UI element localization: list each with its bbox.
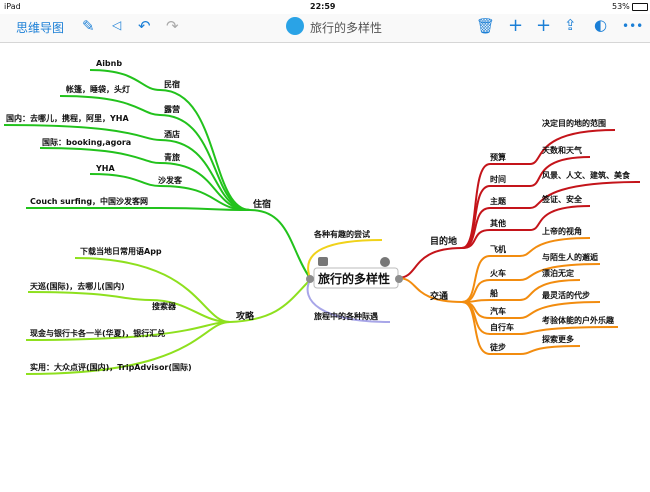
status-bar: iPad 22:59 53% [0, 0, 650, 14]
toolbar: 思维导图 ✎ ◁ ↶ ↷ 🗑 + + ⇪ ◐ ••• [0, 14, 650, 43]
node-destination-item[interactable]: 时间 [490, 174, 506, 184]
node-lodging-item[interactable]: Couch surfing，中国沙发客网 [30, 196, 148, 206]
node-lodging-item[interactable]: 露营 [164, 104, 180, 114]
battery-percent: 53% [612, 2, 630, 11]
node-strategy-item[interactable]: 现金与银行卡各一半(华夏)，银行汇兑 [30, 328, 165, 338]
theme-icon[interactable]: ◐ [594, 16, 608, 34]
app-title-button[interactable]: 思维导图 [16, 21, 65, 35]
branch-transport [397, 237, 619, 355]
redo-icon[interactable]: ↷ [166, 17, 179, 35]
node-transport-item[interactable]: 徒步 [489, 342, 506, 352]
node-transport-item[interactable]: 漂泊无定 [542, 268, 574, 278]
document-title: 旅行的多样性 [310, 21, 383, 35]
node-strategy-item[interactable]: 搜索器 [152, 301, 177, 311]
node-destination-item[interactable]: 风景、人文、建筑、美食 [542, 170, 631, 180]
node-strategy-item[interactable]: 天巡(国际)，去哪儿(国内) [30, 281, 125, 291]
node-transport-item[interactable]: 上帝的视角 [542, 226, 582, 236]
node-transport-item[interactable]: 火车 [490, 268, 506, 278]
node-lodging[interactable]: 住宿 [253, 198, 271, 210]
node-transport-item[interactable]: 自行车 [490, 322, 514, 332]
node-transport-item[interactable]: 最灵活的代步 [542, 290, 590, 300]
node-encounters[interactable]: 旅程中的各种际遇 [314, 311, 378, 321]
node-transport-item[interactable]: 汽车 [490, 306, 506, 316]
node-destination-item[interactable]: 预算 [490, 152, 506, 162]
edit-icon[interactable]: ✎ [82, 17, 95, 35]
undo-icon[interactable]: ↶ [138, 17, 151, 35]
mindmap-svg: 旅行的多样性 住宿 Aibnb 帐篷，睡袋，头灯 民宿 露营 国内：去哪儿，携程… [3, 59, 641, 375]
node-lodging-item[interactable]: Aibnb [96, 59, 122, 68]
clock: 22:59 [310, 2, 336, 11]
node-destination[interactable]: 目的地 [430, 235, 457, 247]
collapse-right-icon[interactable] [395, 275, 403, 283]
node-strategy-item[interactable]: 实用：大众点评(国内)，TripAdvisor(国际) [30, 362, 192, 372]
trash-icon[interactable]: 🗑 [476, 17, 496, 35]
more-icon[interactable]: ••• [622, 19, 644, 33]
node-lodging-item[interactable]: 酒店 [164, 129, 180, 139]
back-icon[interactable]: ◁ [112, 18, 122, 32]
node-destination-item[interactable]: 主题 [490, 196, 507, 206]
node-destination-item[interactable]: 天数和天气 [542, 145, 582, 155]
node-lodging-item[interactable]: 国际：booking,agora [42, 137, 131, 147]
app-logo-icon [286, 17, 304, 35]
node-strategy-item[interactable]: 下载当地日常用语App [80, 246, 162, 256]
node-lodging-item[interactable]: 青旅 [164, 152, 180, 162]
node-transport-item[interactable]: 飞机 [490, 244, 506, 254]
node-lodging-item[interactable]: YHA [95, 164, 115, 173]
battery-icon [632, 3, 648, 11]
branch-strategy [25, 257, 311, 375]
node-transport[interactable]: 交通 [430, 290, 448, 302]
node-transport-item[interactable]: 与陌生人的邂逅 [542, 252, 599, 262]
branch-fun [306, 239, 391, 323]
node-lodging-item[interactable]: 沙发客 [158, 175, 183, 185]
node-destination-item[interactable]: 签证、安全 [541, 194, 583, 204]
node-transport-item[interactable]: 探索更多 [542, 334, 574, 344]
share-icon[interactable]: ⇪ [564, 16, 577, 34]
node-lodging-item[interactable]: 国内：去哪儿，携程，阿里，YHA [6, 113, 129, 123]
node-lodging-item[interactable]: 民宿 [164, 79, 180, 89]
device-label: iPad [4, 2, 21, 11]
add-topic-icon[interactable]: + [508, 15, 524, 36]
node-transport-item[interactable]: 船 [490, 288, 498, 298]
add-subtopic-icon[interactable]: + [536, 15, 552, 36]
mindmap-canvas[interactable]: 旅行的多样性 住宿 Aibnb 帐篷，睡袋，头灯 民宿 露营 国内：去哪儿，携程… [0, 43, 650, 488]
node-transport-item[interactable]: 考验体能的户外乐趣 [542, 315, 615, 325]
collapse-left-icon[interactable] [306, 275, 314, 283]
branch-lodging [3, 69, 311, 279]
note-icon[interactable] [318, 257, 328, 266]
node-strategy[interactable]: 攻略 [236, 310, 255, 322]
node-destination-item[interactable]: 决定目的地的范围 [542, 118, 606, 128]
node-fun[interactable]: 各种有趣的尝试 [313, 229, 370, 239]
branch-destination [397, 129, 641, 279]
node-lodging-item[interactable]: 帐篷，睡袋，头灯 [66, 84, 130, 94]
node-destination-item[interactable]: 其他 [490, 218, 506, 228]
root-label: 旅行的多样性 [318, 271, 390, 286]
topic-info-icon[interactable] [380, 257, 390, 267]
